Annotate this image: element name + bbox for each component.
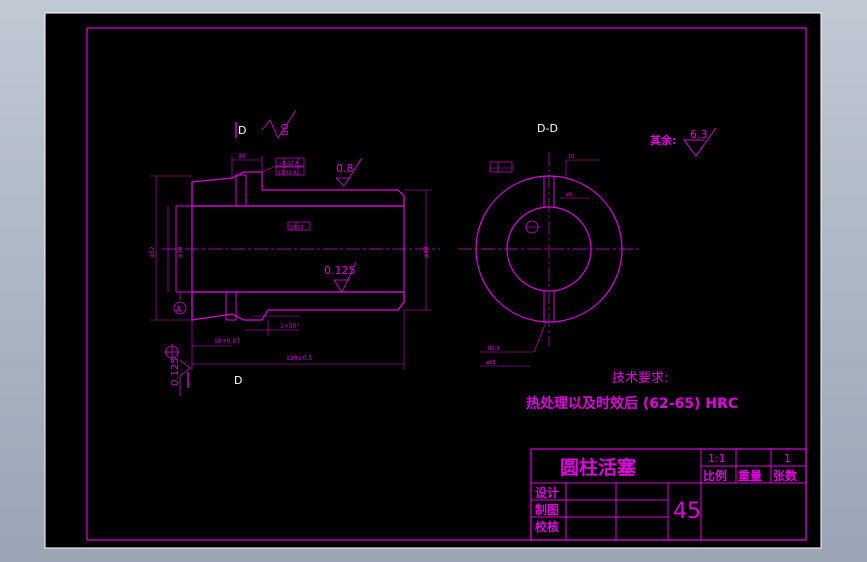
section-marker-top: D	[238, 124, 246, 137]
count-value: 1	[784, 452, 791, 465]
section-dim-3: φ58	[486, 360, 496, 366]
sheet-outer-border	[44, 12, 822, 549]
material: 45	[673, 499, 701, 524]
datum-a-label: A	[176, 305, 182, 314]
count-label: 张数	[773, 468, 798, 483]
drawing-sheet	[45, 13, 821, 548]
dim-length-part: 10+0.07	[214, 338, 240, 345]
tolerance-box-2: ∥0.03 A	[278, 170, 297, 176]
tolerance-box-1: ⊥0.02 A	[278, 161, 299, 167]
title-block	[530, 448, 807, 541]
roughness-general: 6.3	[690, 128, 708, 141]
part-name: 圆柱活塞	[560, 456, 637, 479]
dim-length-total: 120±0.5	[286, 355, 312, 362]
roughness-bore: 0.125	[324, 264, 356, 277]
scale-value: 1:1	[708, 452, 726, 465]
tech-req-line1: 热处理以及时效后 (62-65) HRC	[526, 395, 738, 412]
weight-label: 重量	[738, 468, 762, 483]
roughness-side: 80	[280, 123, 291, 136]
design-label: 设计	[535, 485, 559, 500]
scale-label: 比例	[703, 468, 727, 483]
sectional-view	[150, 109, 440, 396]
section-marker-bottom: D	[234, 374, 242, 387]
roughness-bottom-left: 0.125	[170, 357, 181, 386]
section-dim-1: 10	[568, 154, 574, 160]
section-view-dd	[458, 152, 642, 367]
drawing-frame	[86, 27, 807, 541]
section-dim-2: φ6	[566, 192, 572, 198]
roughness-top: 0.8	[336, 162, 354, 175]
checked-label: 校核	[535, 519, 559, 534]
dim-bore-diameter: φ38	[177, 246, 184, 258]
drawn-label: 制图	[535, 502, 559, 517]
runout-box: ∥0.03	[290, 225, 304, 231]
tech-req-heading: 技术要求:	[612, 371, 668, 386]
dim-groove-width: 30	[238, 153, 246, 160]
dim-chamfer: 1×30°	[280, 323, 299, 330]
surface-note: 其余:	[650, 133, 676, 147]
section-label: D-D	[537, 122, 558, 135]
bottom-note: R0.3	[488, 346, 499, 352]
dim-left-diameter: φ52	[149, 246, 156, 258]
dim-outer-diameter: φ48	[423, 246, 430, 258]
